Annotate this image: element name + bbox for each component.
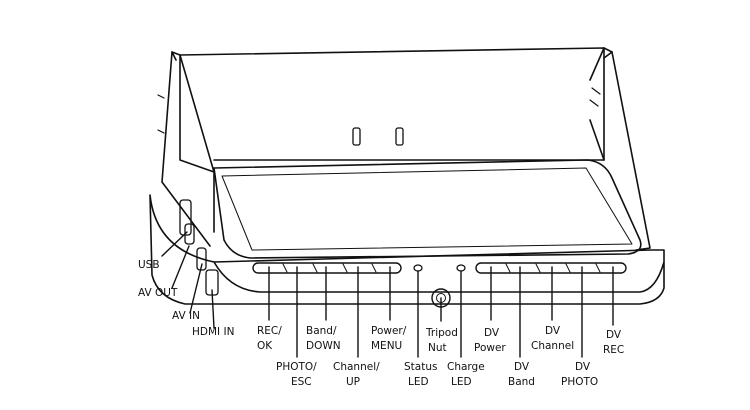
hood-hinge-marks bbox=[157, 87, 601, 134]
hood-slot-right bbox=[395, 127, 404, 146]
charge-led bbox=[456, 264, 466, 272]
svg-text:DV: DV bbox=[514, 361, 530, 373]
svg-text:Nut: Nut bbox=[428, 342, 447, 354]
svg-text:Charge: Charge bbox=[447, 361, 485, 373]
av-in-port bbox=[196, 247, 207, 271]
monitor-device bbox=[149, 47, 665, 308]
svg-text:DV: DV bbox=[606, 329, 622, 341]
leader-hdmi-in bbox=[211, 289, 215, 329]
label-dv-rec: DV REC bbox=[603, 329, 624, 356]
svg-text:Band: Band bbox=[508, 376, 535, 388]
label-rec-ok: REC/ OK bbox=[257, 325, 282, 352]
side-port-labels: USB AV OUT AV IN HDMI IN bbox=[138, 259, 234, 338]
svg-text:PHOTO: PHOTO bbox=[561, 376, 598, 388]
label-dv-channel: DV Channel bbox=[531, 325, 574, 352]
right-button-dividers bbox=[505, 263, 601, 273]
monitor-screen bbox=[213, 159, 642, 259]
status-led bbox=[413, 264, 423, 272]
label-power-menu: Power/ MENU bbox=[371, 325, 407, 352]
svg-text:OK: OK bbox=[257, 340, 273, 352]
front-control-labels: REC/ OK PHOTO/ ESC Band/ DOWN Channel/ U… bbox=[257, 325, 624, 388]
callout-leaders bbox=[161, 231, 614, 358]
svg-text:MENU: MENU bbox=[371, 340, 402, 352]
svg-text:ESC: ESC bbox=[291, 376, 312, 388]
leader-usb bbox=[161, 231, 188, 257]
label-dv-power: DV Power bbox=[474, 327, 506, 354]
leader-av-out bbox=[171, 245, 190, 289]
svg-text:Band/: Band/ bbox=[306, 325, 337, 337]
svg-text:DOWN: DOWN bbox=[306, 340, 341, 352]
hood-back-panel bbox=[179, 47, 605, 173]
svg-text:Channel: Channel bbox=[531, 340, 574, 352]
hood-top-edge bbox=[171, 47, 613, 56]
hood-right-panel bbox=[589, 47, 651, 251]
label-band-down: Band/ DOWN bbox=[306, 325, 341, 352]
label-av-out: AV OUT bbox=[138, 287, 178, 299]
label-av-in: AV IN bbox=[172, 310, 200, 322]
leader-av-in bbox=[189, 263, 203, 314]
svg-text:Power/: Power/ bbox=[371, 325, 407, 337]
label-hdmi-in: HDMI IN bbox=[192, 326, 234, 338]
svg-text:Channel/: Channel/ bbox=[333, 361, 380, 373]
svg-text:LED: LED bbox=[451, 376, 472, 388]
label-usb: USB bbox=[138, 259, 160, 271]
svg-text:DV: DV bbox=[484, 327, 500, 339]
label-dv-photo: DV PHOTO bbox=[561, 361, 598, 388]
svg-text:LED: LED bbox=[408, 376, 429, 388]
label-tripod-nut: Tripod Nut bbox=[425, 327, 458, 354]
hood-slot-left bbox=[352, 127, 361, 146]
label-channel-up: Channel/ UP bbox=[333, 361, 380, 388]
hood-left-panel bbox=[161, 51, 215, 247]
label-photo-esc: PHOTO/ ESC bbox=[276, 361, 317, 388]
label-status-led: Status LED bbox=[404, 361, 437, 388]
svg-text:Tripod: Tripod bbox=[425, 327, 458, 339]
left-button-strip bbox=[252, 262, 402, 274]
svg-text:UP: UP bbox=[346, 376, 360, 388]
monitor-body bbox=[149, 194, 665, 305]
label-charge-led: Charge LED bbox=[447, 361, 485, 388]
svg-text:PHOTO/: PHOTO/ bbox=[276, 361, 317, 373]
screen-inner-edge bbox=[221, 167, 633, 251]
svg-text:REC: REC bbox=[603, 344, 624, 356]
left-button-dividers bbox=[282, 263, 377, 273]
svg-text:DV: DV bbox=[575, 361, 591, 373]
svg-text:DV: DV bbox=[545, 325, 561, 337]
svg-text:Status: Status bbox=[404, 361, 437, 373]
svg-text:Power: Power bbox=[474, 342, 506, 354]
label-dv-band: DV Band bbox=[508, 361, 535, 388]
svg-text:REC/: REC/ bbox=[257, 325, 282, 337]
right-button-strip bbox=[475, 262, 627, 274]
